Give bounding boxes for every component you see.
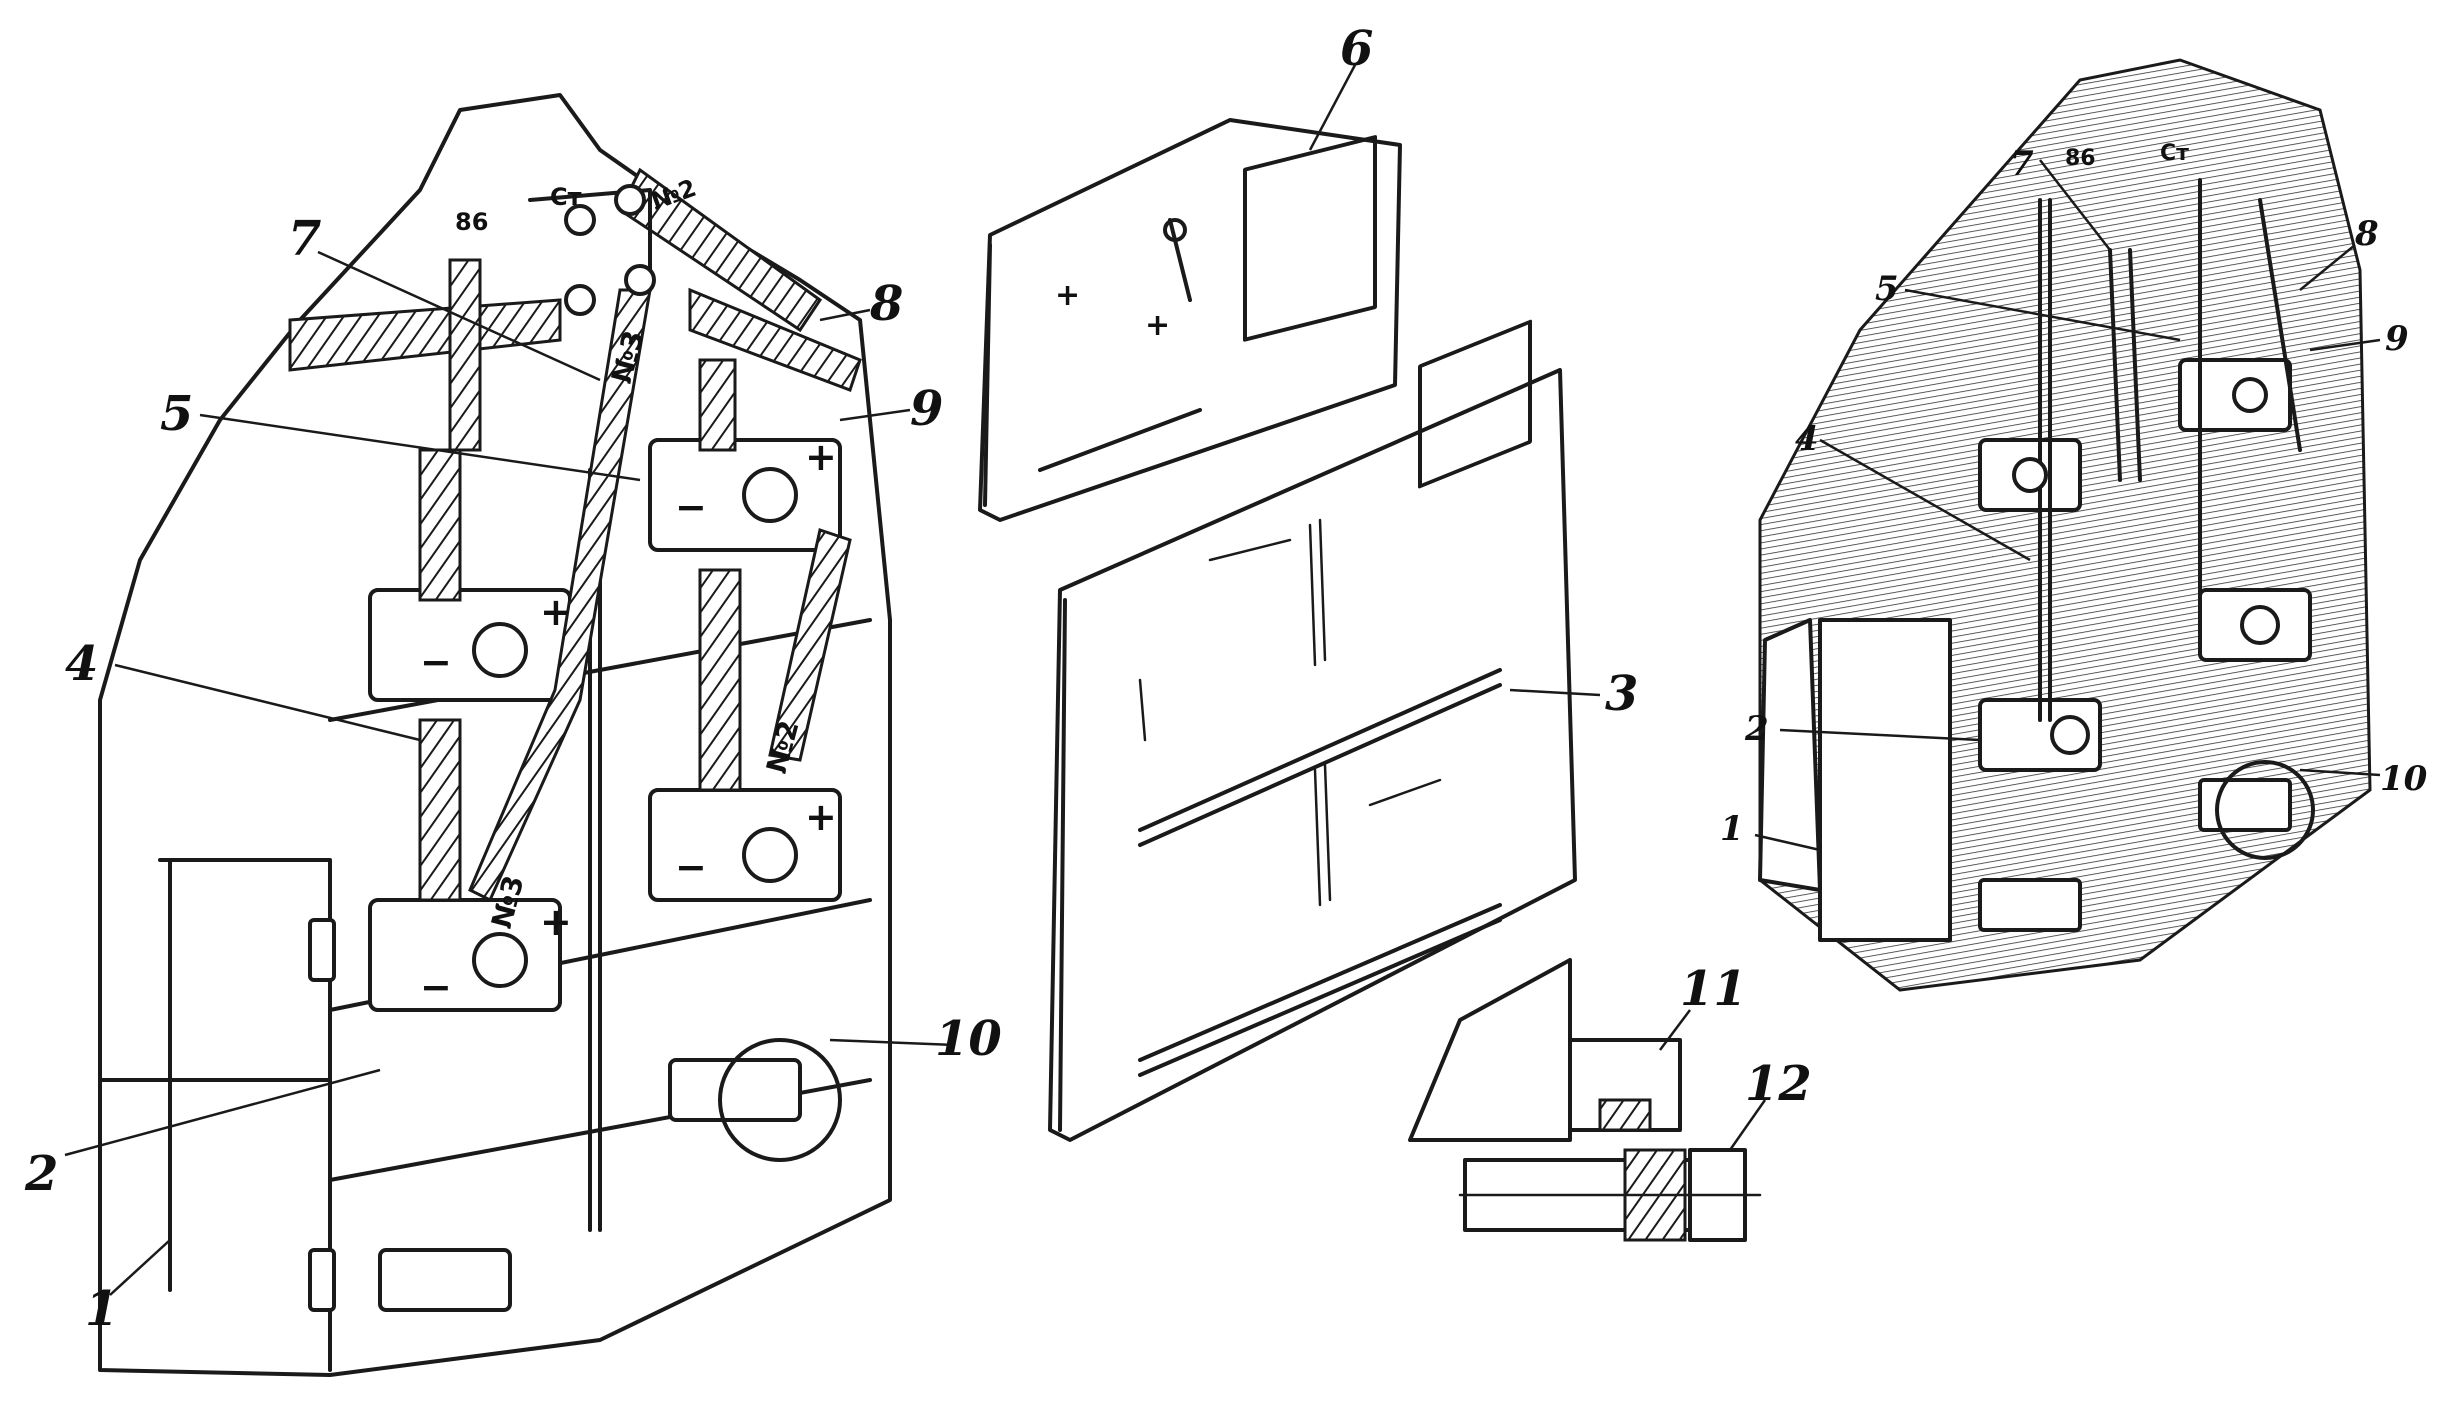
left-battery-box bbox=[98, 93, 892, 1377]
callout-9: 9 bbox=[910, 381, 943, 437]
plus-sign: + bbox=[805, 795, 837, 839]
callout-12: 12 bbox=[1745, 1056, 1812, 1112]
minus-sign: − bbox=[420, 640, 452, 684]
bolt-detail bbox=[1408, 958, 1762, 1242]
terminal-ct-label: Ст bbox=[2160, 141, 2189, 166]
terminal-ct-label: Ст bbox=[550, 183, 582, 211]
terminal-86-label: 86 bbox=[455, 208, 488, 236]
left-callouts bbox=[64, 250, 956, 1296]
plus-sign: + bbox=[1145, 308, 1170, 343]
minus-sign: − bbox=[675, 485, 707, 529]
large-lid-3 bbox=[1048, 319, 1577, 1142]
right-battery-view bbox=[1758, 58, 2372, 992]
callout-2: 2 bbox=[24, 1146, 58, 1202]
plus-sign: + bbox=[540, 590, 572, 634]
minus-sign: − bbox=[675, 845, 707, 889]
right-callout-8: 8 bbox=[2354, 214, 2379, 254]
right-callout-2: 2 bbox=[1744, 709, 1769, 749]
callout-1: 1 bbox=[85, 1281, 118, 1337]
terminal-86-label: 86 bbox=[2065, 146, 2096, 171]
right-callout-9: 9 bbox=[2385, 319, 2409, 359]
callout-5: 5 bbox=[160, 386, 193, 442]
right-callout-1: 1 bbox=[1720, 809, 1744, 849]
minus-sign: − bbox=[420, 965, 452, 1009]
plus-sign: + bbox=[1055, 278, 1080, 313]
right-callout-7: 7 bbox=[2010, 144, 2034, 184]
right-callout-4: 4 bbox=[1795, 419, 1819, 459]
right-callout-5: 5 bbox=[1875, 269, 1899, 309]
callout-4: 4 bbox=[65, 636, 98, 692]
callout-8: 8 bbox=[869, 276, 903, 332]
callout-11: 11 bbox=[1680, 961, 1747, 1017]
small-lid-6 bbox=[978, 118, 1402, 522]
callout-10: 10 bbox=[935, 1011, 1002, 1067]
plus-sign: + bbox=[540, 900, 572, 944]
right-callouts bbox=[1754, 159, 2381, 852]
right-callout-10: 10 bbox=[2380, 759, 2428, 799]
callout-7: 7 bbox=[288, 211, 321, 267]
callout-6: 6 bbox=[1340, 21, 1373, 77]
callout-3: 3 bbox=[1605, 666, 1638, 722]
plus-sign: + bbox=[805, 435, 837, 479]
